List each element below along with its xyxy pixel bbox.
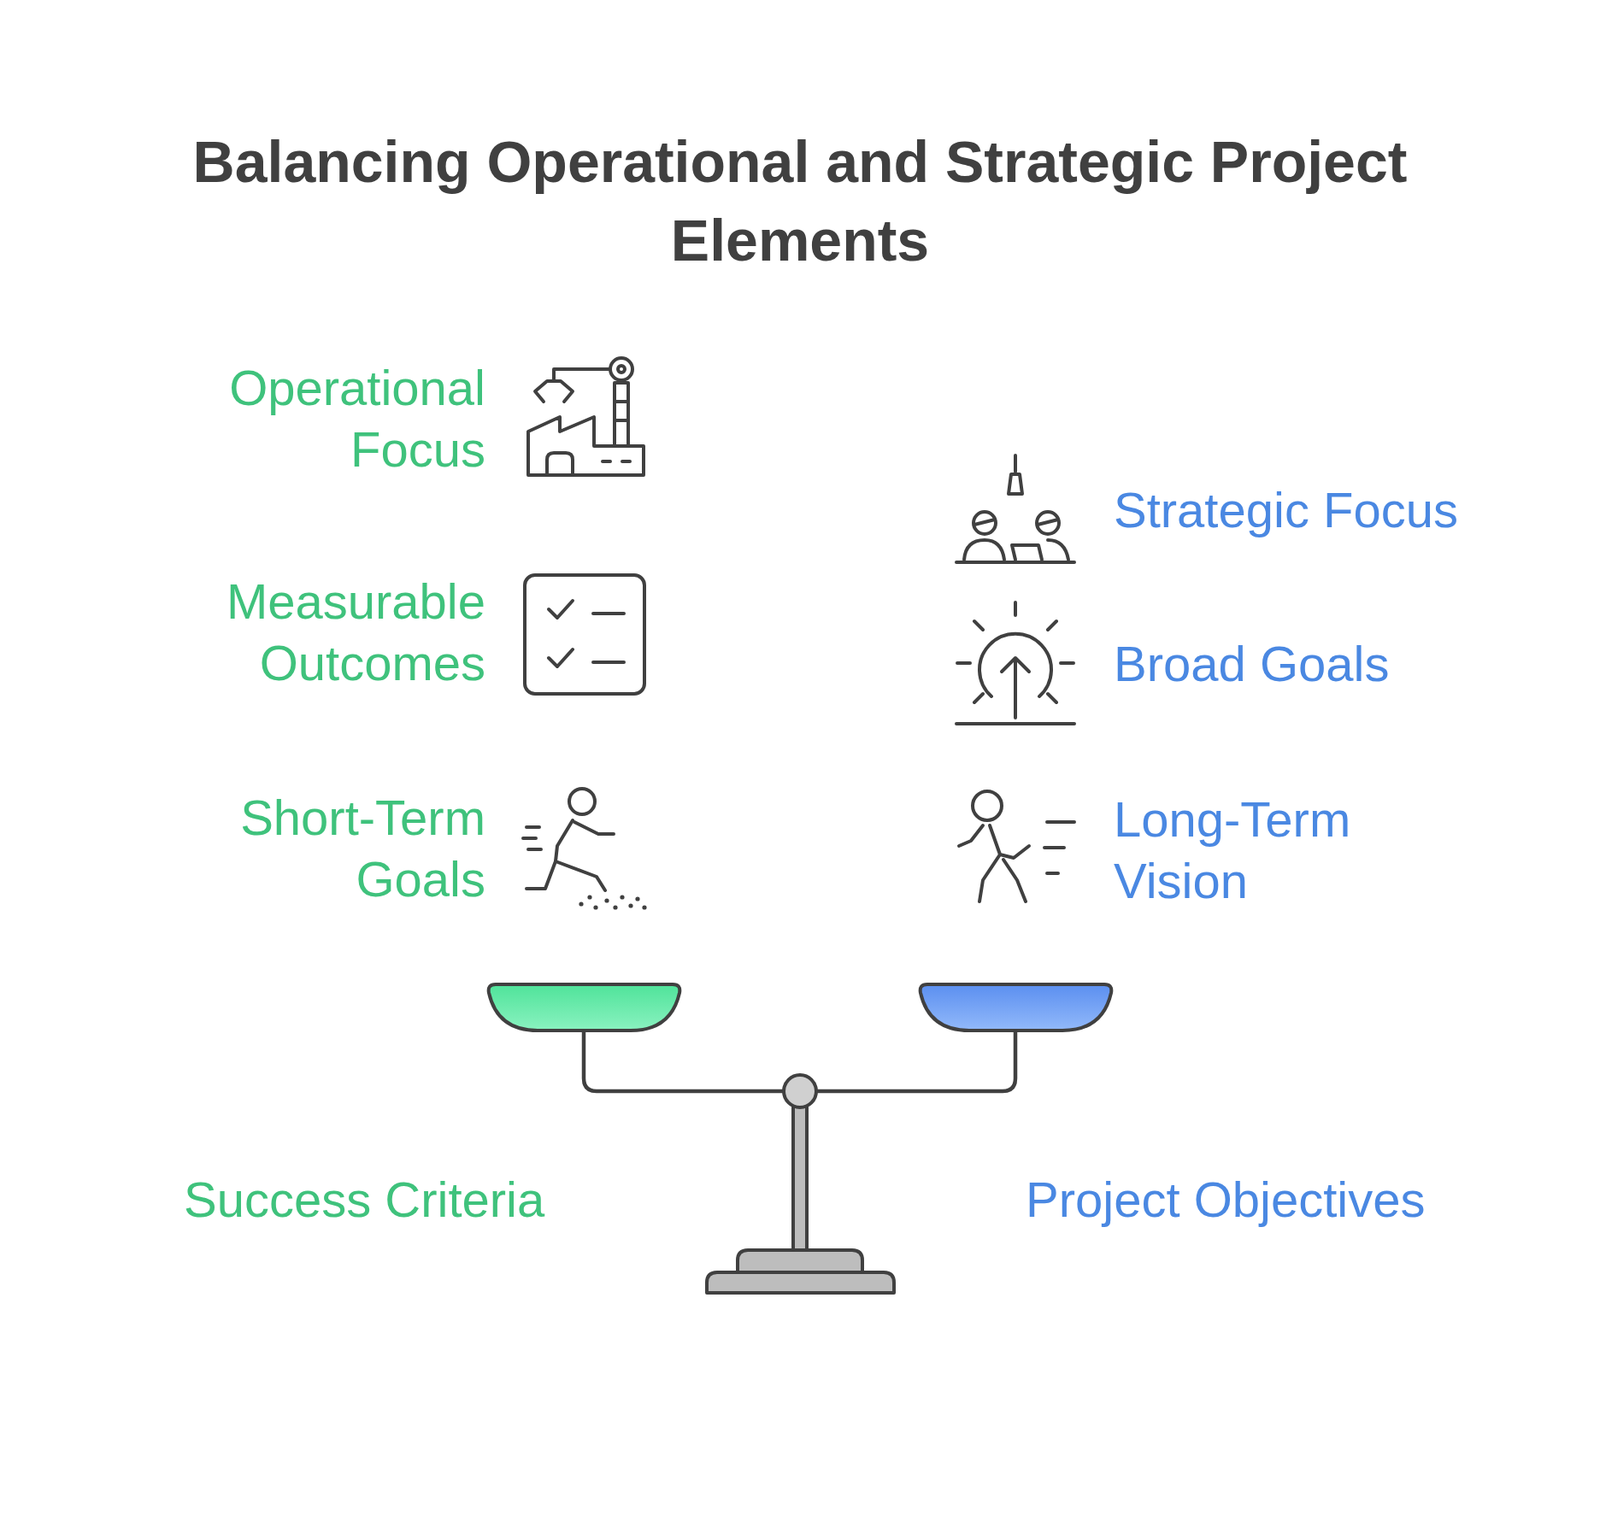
diagram-title: Balancing Operational and Strategic Proj… [133,122,1467,280]
strategic-label: Broad Goals [1113,633,1576,695]
strategic-label: Long-Term Vision [1113,788,1405,912]
operational-label: Short-Term Goals [194,787,486,911]
operational-label: Operational Focus [194,357,486,481]
sprinter-icon [523,788,648,911]
checklist-icon [524,575,645,695]
strategic-label: Strategic Focus [1113,479,1576,542]
green-pan [488,984,681,1031]
meeting-icon [956,455,1075,563]
runner-icon [958,791,1075,902]
blue-pan [920,984,1112,1031]
sunrise-icon [956,602,1075,724]
balance-scale [488,984,1112,1294]
strategic-label: Project Objectives [1025,1169,1573,1231]
operational-label: Measurable Outcomes [194,570,486,695]
factory-icon [528,358,644,476]
operational-label: Success Criteria [183,1169,663,1231]
